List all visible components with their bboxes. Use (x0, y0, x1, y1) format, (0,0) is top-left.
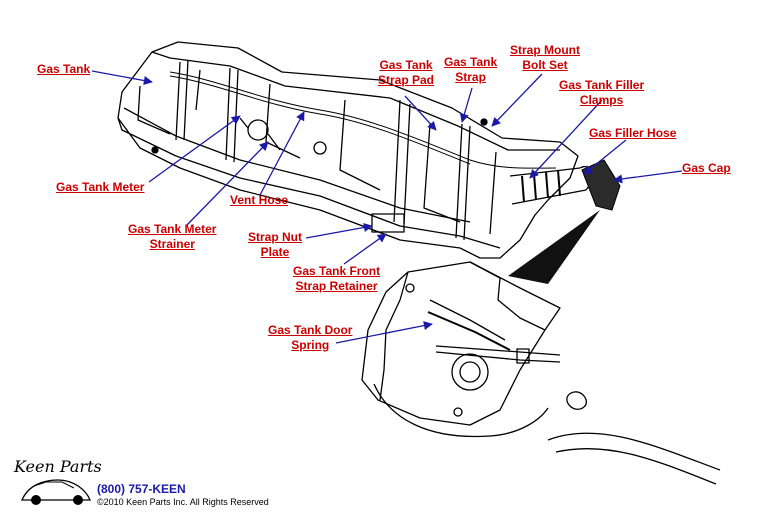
label-line-2: Bolt Set (522, 58, 568, 72)
label-line-2: Strap (455, 70, 486, 84)
label-gas-tank-filler-clamps[interactable]: Gas Tank Filler Clamps (559, 78, 644, 108)
zoom-wedge (508, 210, 600, 284)
leader-arrows (91, 70, 683, 344)
label-line-1: Gas Tank (444, 55, 498, 69)
label-gas-tank-strap-pad[interactable]: Gas Tank Strap Pad (378, 58, 434, 88)
arrow-door-spring (335, 321, 433, 344)
arrow-strap-pad (404, 95, 437, 131)
label-gas-cap-text: Gas Cap (682, 161, 731, 175)
label-line-1: Gas Tank Meter (128, 222, 217, 236)
label-line-1: Gas Tank Front (293, 264, 381, 278)
label-line-1: Gas Tank Door (268, 323, 353, 337)
logo-car-icon (21, 479, 91, 501)
label-gas-cap[interactable]: Gas Cap (682, 161, 731, 176)
label-gas-tank[interactable]: Gas Tank (37, 62, 90, 77)
label-line-1: Strap Mount (510, 43, 580, 57)
label-vent-hose-text: Vent Hose (230, 193, 289, 207)
label-line-2: Clamps (579, 93, 624, 107)
arrow-strap-nut (305, 222, 373, 239)
label-gas-tank-front-strap-retainer[interactable]: Gas Tank Front Strap Retainer (293, 264, 380, 294)
gas-tank-illustration (117, 41, 593, 259)
arrow-tank-strap (459, 87, 473, 123)
arrow-gas-cap (613, 170, 683, 184)
label-gas-filler-hose[interactable]: Gas Filler Hose (589, 126, 676, 141)
keen-parts-logo: Keen Parts (13, 457, 102, 505)
label-line-2: Spring (291, 338, 330, 352)
gas-tank-door-detail (361, 261, 721, 485)
phone-number[interactable]: (800) 757-KEEN (97, 482, 186, 496)
arrow-filler-clamps (529, 99, 603, 179)
label-gas-tank-meter-text: Gas Tank Meter (56, 180, 145, 194)
label-line-1: Strap Nut (248, 230, 302, 244)
label-line-1: Gas Tank Filler (559, 78, 645, 92)
logo-script-text: Keen Parts (13, 457, 102, 476)
label-gas-filler-hose-text: Gas Filler Hose (589, 126, 677, 140)
label-gas-tank-door-spring[interactable]: Gas Tank Door Spring (268, 323, 352, 353)
gas-cap-shape (581, 159, 621, 211)
arrow-front-retainer (343, 233, 387, 265)
arrow-tank-meter (148, 115, 241, 183)
label-line-2: Strap Pad (378, 73, 435, 87)
label-gas-tank-meter-strainer[interactable]: Gas Tank Meter Strainer (128, 222, 216, 252)
arrow-mount-bolt (491, 73, 543, 127)
arrow-filler-hose (583, 139, 627, 175)
copyright-text: ©2010 Keen Parts Inc. All Rights Reserve… (97, 497, 269, 507)
label-line-2: Strainer (149, 237, 195, 251)
arrow-gas-tank (91, 70, 153, 85)
label-line-1: Gas Tank (379, 58, 433, 72)
arrow-meter-strainer (185, 141, 269, 227)
label-strap-mount-bolt-set[interactable]: Strap Mount Bolt Set (510, 43, 580, 73)
label-line-2: Plate (260, 245, 290, 259)
label-strap-nut-plate[interactable]: Strap Nut Plate (248, 230, 302, 260)
label-gas-tank-text: Gas Tank (37, 62, 91, 76)
arrow-vent-hose (259, 111, 305, 196)
label-vent-hose[interactable]: Vent Hose (230, 193, 288, 208)
label-gas-tank-strap[interactable]: Gas Tank Strap (444, 55, 497, 85)
label-gas-tank-meter[interactable]: Gas Tank Meter (56, 180, 144, 195)
label-line-2: Strap Retainer (295, 279, 378, 293)
